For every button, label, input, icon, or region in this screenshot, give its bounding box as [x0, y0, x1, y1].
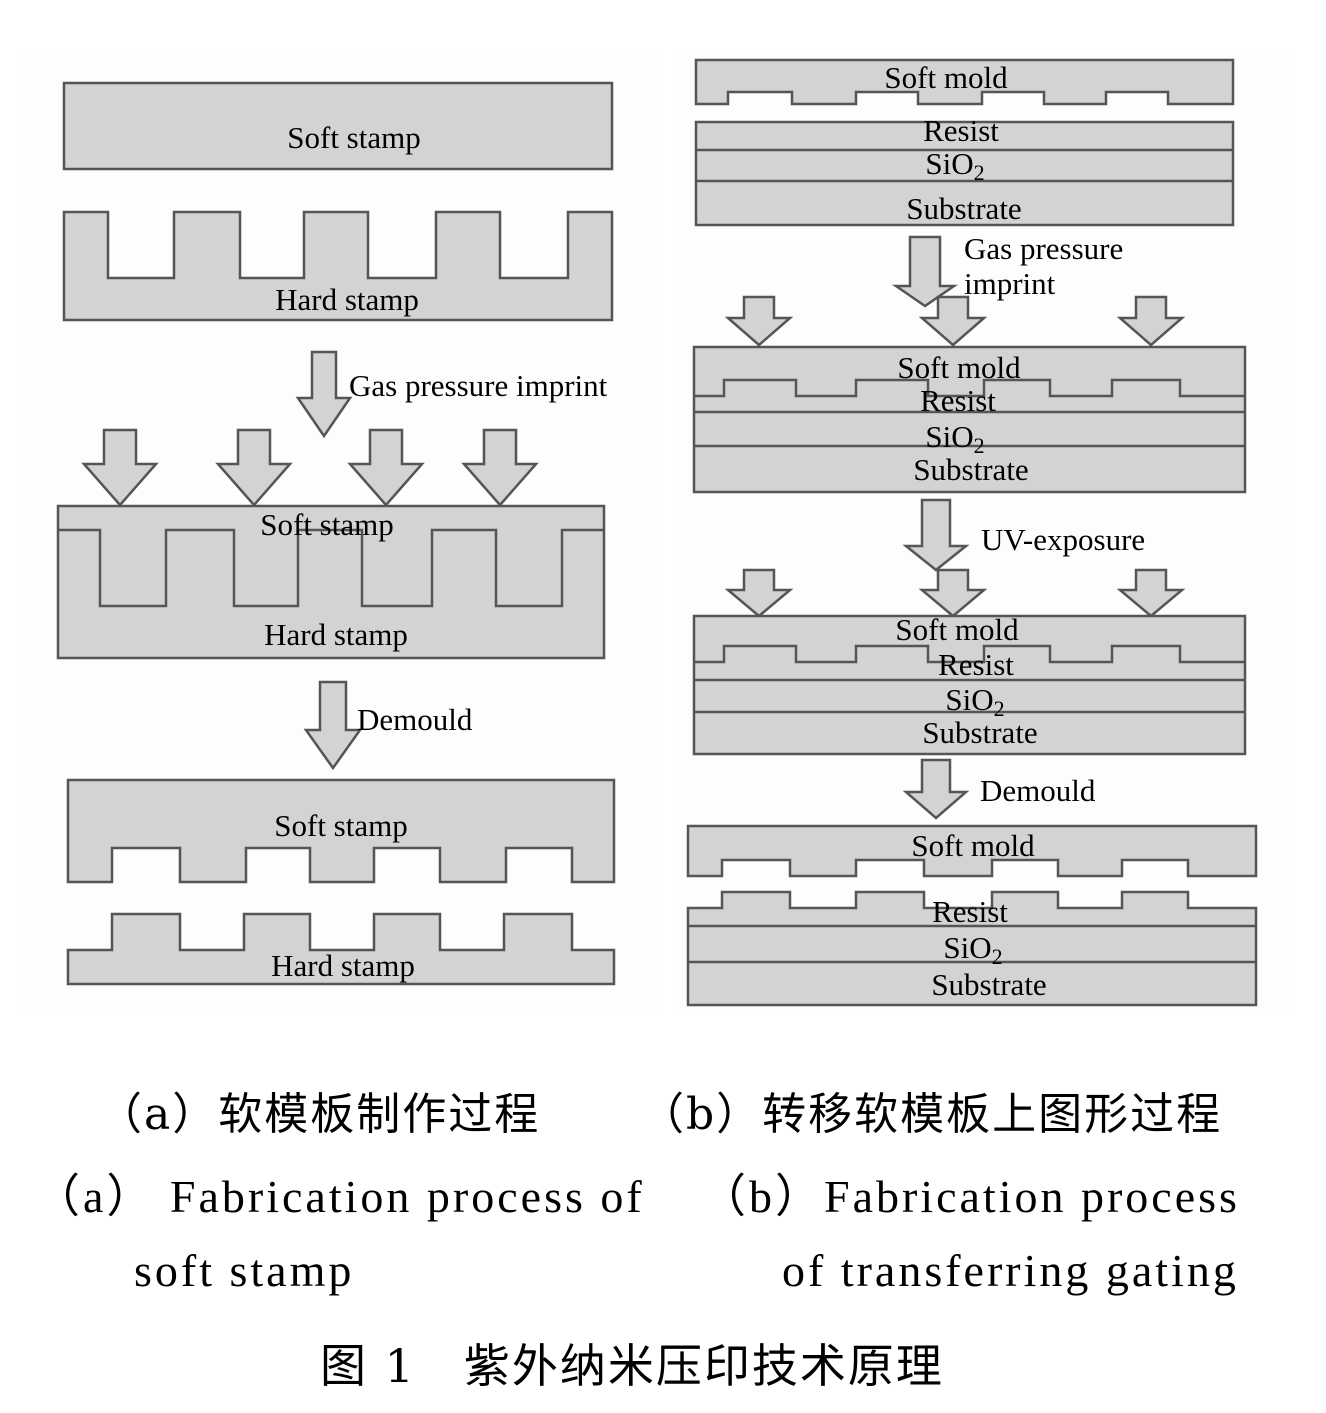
pressure-arrow-icon [1116, 295, 1186, 347]
soft-mold-block [694, 58, 1235, 106]
pressure-arrow-icon [347, 428, 425, 507]
sio2-label: SiO2 [925, 146, 984, 185]
substrate-label: Substrate [931, 967, 1046, 1002]
resist-label: Resist [920, 383, 996, 418]
resist-label: Resist [932, 894, 1008, 929]
resist-label: Resist [923, 113, 999, 148]
soft-mold-label: Soft mold [911, 828, 1035, 863]
hard-stamp-block [66, 912, 616, 986]
down-arrow-icon [902, 758, 970, 820]
demould-label: Demould [980, 773, 1096, 808]
pressure-arrow-icon [461, 428, 539, 507]
mold-resist-interface [694, 378, 1245, 398]
caption-a-english-line2: soft stamp [134, 1245, 355, 1296]
pressure-arrow-icon [724, 295, 794, 347]
sio2-label: SiO2 [945, 682, 1004, 721]
imprint-label: imprint [964, 266, 1056, 301]
patterned-wafer-block [686, 890, 1258, 1007]
pressure-arrow-icon [724, 568, 794, 618]
gas-pressure-label: Gas pressure [964, 231, 1123, 266]
down-arrow-icon [295, 350, 353, 439]
hard-stamp-label: Hard stamp [275, 282, 419, 317]
caption-a-chinese: （a）软模板制作过程 [98, 1089, 541, 1140]
substrate-label: Substrate [913, 452, 1028, 487]
soft-stamp-label: Soft stamp [260, 507, 393, 542]
soft-mold-label: Soft mold [897, 350, 1021, 385]
soft-stamp-label: Soft stamp [287, 120, 420, 155]
sio2-label: SiO2 [943, 930, 1002, 969]
pressure-arrow-icon [1116, 568, 1186, 618]
soft-stamp-label: Soft stamp [274, 808, 407, 843]
pressure-arrow-icon [918, 568, 988, 618]
mold-resist-interface [694, 644, 1245, 664]
down-arrow-icon [902, 498, 970, 572]
uv-exposure-label: UV-exposure [981, 522, 1145, 557]
caption-b-english-line1: （b）Fabrication process [700, 1171, 1240, 1222]
exposure-stack-block [692, 614, 1247, 756]
substrate-label: Substrate [906, 191, 1021, 226]
soft-mold-block [686, 824, 1258, 878]
imprint-assembly-block [56, 504, 606, 660]
gas-pressure-imprint-label: Gas pressure imprint [349, 368, 608, 403]
caption-a-english-line1: （a） Fabrication process of [34, 1171, 645, 1222]
soft-stamp-block [62, 81, 614, 171]
down-arrow-icon [303, 680, 363, 771]
caption-b-chinese: （b）转移软模板上图形过程 [640, 1089, 1223, 1140]
soft-mold-label: Soft mold [884, 60, 1008, 95]
pressure-arrow-icon [918, 295, 988, 347]
figure-title: 图 1 紫外纳米压印技术原理 [320, 1339, 944, 1393]
soft-mold-label: Soft mold [895, 612, 1019, 647]
soft-stamp-block [66, 778, 616, 884]
hard-stamp-block [62, 210, 614, 322]
wafer-stack-block [694, 120, 1235, 227]
pressure-arrow-icon [81, 428, 159, 507]
hard-stamp-label: Hard stamp [264, 617, 408, 652]
hard-stamp-label: Hard stamp [271, 948, 415, 983]
imprint-stack-block [692, 345, 1247, 494]
panel-a: Soft stamp Hard stamp Gas pressure impri… [56, 81, 616, 986]
caption-b-english-line2: of transferring gating [782, 1245, 1239, 1296]
substrate-label: Substrate [922, 715, 1037, 750]
sio2-label: SiO2 [925, 419, 984, 458]
demould-label: Demould [357, 702, 473, 737]
panel-b: Soft mold Resist SiO2 Substrate Gas pres… [686, 58, 1258, 1007]
soft-hard-interface [58, 528, 604, 608]
resist-label: Resist [938, 647, 1014, 682]
pressure-arrow-icon [215, 428, 293, 507]
